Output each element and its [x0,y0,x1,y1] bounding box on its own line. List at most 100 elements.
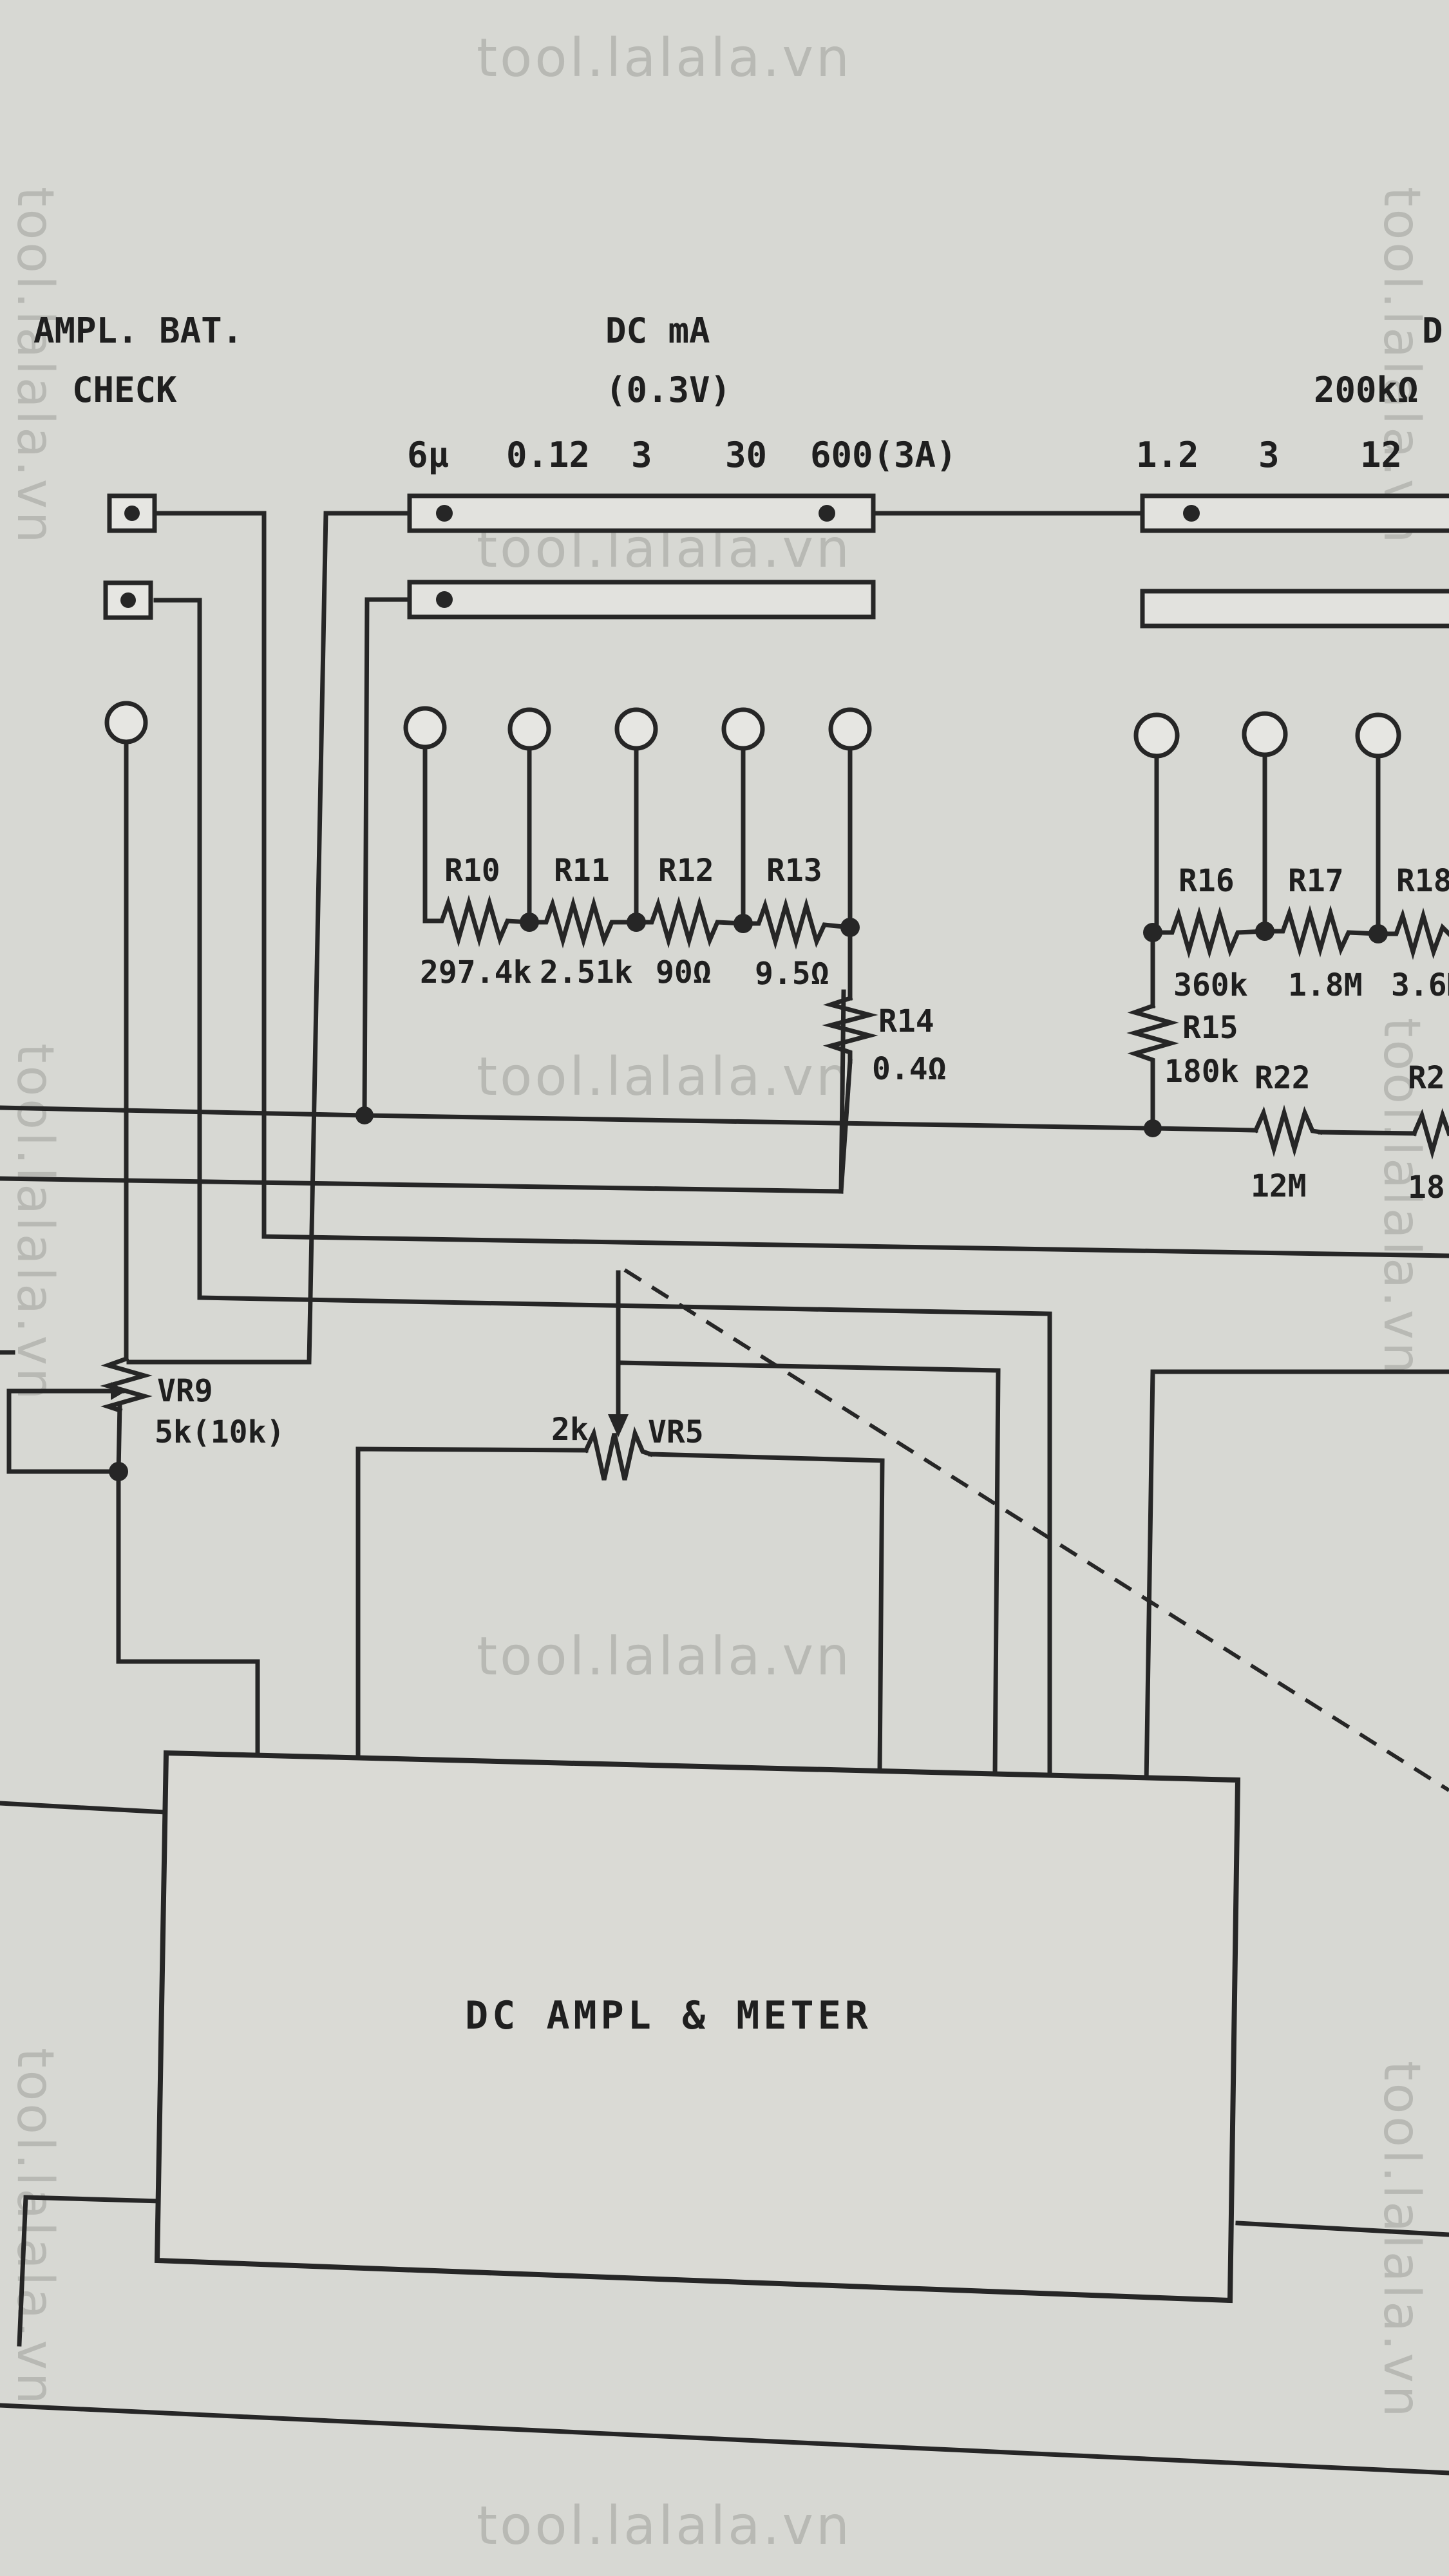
wire [116,1469,260,1757]
r12-label: R12 [658,853,714,889]
resistor-r15 [1126,1003,1179,1077]
r15-value: 180k [1164,1054,1239,1090]
vr9-value: 5k(10k) [155,1414,285,1450]
potentiometers [88,1324,654,1481]
range-terminal-600 [828,707,872,751]
switch-contact [819,505,835,522]
resistor-r10 [422,895,532,947]
resistor-r16 [1150,906,1267,959]
dcma-header: DC mA [605,310,710,351]
potentiometer-vr9 [100,1356,153,1414]
wire [153,511,1449,1258]
r10-value: 297.4k [420,954,531,990]
wire [0,2403,1449,2476]
potentiometer-vr5 [583,1426,654,1481]
terminal-dot [120,592,136,608]
range-label-0-12: 0.12 [506,435,590,475]
range-terminal-30 [721,707,765,751]
wire [1144,1369,1449,1785]
check-header: CHECK [72,370,177,410]
resistor-r14 [822,995,878,1064]
r2x-value: 18 [1408,1170,1445,1206]
r22-label: R22 [1255,1060,1311,1096]
r2x-label: R2 [1408,1060,1445,1096]
section-headers: AMPL. BAT. CHECK DC mA (0.3V) D 200kΩ [33,310,1443,410]
resistor-r2x [1411,1108,1449,1160]
range-label-3: 3 [631,435,652,475]
dcma-switch-bar-lower [407,580,876,620]
range-terminal-6u [403,706,447,750]
vr5-label: VR5 [648,1414,704,1450]
right-section-impedance: 200kΩ [1314,370,1419,410]
watermark-right-2: tool.lalala.vn [1372,1018,1430,1376]
watermark-bottom: tool.lalala.vn [477,2496,852,2557]
wire [6,1388,121,1474]
resistor-r18 [1376,907,1449,960]
r16-label: R16 [1179,863,1235,899]
ampl-bat-square-terminal-1 [107,493,157,533]
range-terminal-12 [1355,712,1401,759]
r16-value: 360k [1173,967,1248,1003]
dcma-voltage-header: (0.3V) [605,370,731,410]
vr9-label: VR9 [157,1373,213,1409]
junction-node [1144,1119,1162,1137]
wire [0,1801,169,1815]
resistor-chain-right [1126,905,1449,1160]
wire [838,1059,853,1194]
watermark-mid: tool.lalala.vn [477,1046,852,1108]
mechanical-linkage-dashed [623,1268,1449,1792]
r11-value: 2.51k [540,954,633,990]
junction-node [840,918,860,937]
wiring [0,511,1449,2476]
wire [116,1401,122,1474]
terminal-dot [124,506,140,521]
terminals [103,493,1401,759]
r12-value: 90Ω [656,954,712,990]
resistor-r11 [527,896,639,949]
range-terminal-0-12 [507,707,551,751]
vr5-value: 2k [551,1412,589,1448]
dcma-switch-bar-upper [407,493,876,533]
junction-node [355,1106,374,1124]
junction-node [734,914,753,933]
watermark-lower-mid: tool.lalala.vn [477,1626,852,1687]
vr9-wiper-arrow [111,1382,126,1400]
range-label-30: 30 [725,435,767,475]
watermark-left-2: tool.lalala.vn [6,1043,64,1402]
wire [0,1176,844,1194]
range-label-6u: 6μ [407,435,449,475]
wire [1235,2221,1449,2237]
dc-ampl-meter-block: DC AMPL & METER [154,1750,1241,2304]
r18-label: R18 [1396,863,1449,899]
r14-label: R14 [878,1003,934,1039]
wire [153,598,1052,1781]
watermark-top: tool.lalala.vn [477,28,852,89]
resistor-r17 [1262,905,1381,958]
r17-value: 1.8M [1288,967,1363,1003]
r14-value: 0.4Ω [872,1051,947,1087]
vr5-wiper-arrow [608,1414,629,1437]
component-labels: R10 297.4k R11 2.51k R12 90Ω R13 9.5Ω R1… [155,853,1449,1450]
wire [1318,1130,1417,1136]
range-label-600: 600(3A) [810,435,957,475]
wire [1150,1126,1258,1133]
switch-contact [436,505,453,522]
resistor-r13 [741,897,853,950]
junction-node [109,1462,128,1481]
range-label-3-right: 3 [1258,435,1280,475]
resistor-chain-dcma [422,895,878,1194]
range-terminal-3-right [1242,711,1288,757]
r13-value: 9.5Ω [755,956,829,992]
r15-label: R15 [1182,1010,1238,1046]
right-section-header: D [1422,310,1443,351]
switch-contact [436,591,453,608]
wire [355,1446,589,1757]
range-labels: 6μ 0.12 3 30 600(3A) 1.2 3 12 [407,435,1402,475]
wire [648,1452,885,1774]
resistor-r22 [1253,1104,1323,1157]
dc-ampl-meter-label: DC AMPL & METER [465,1993,872,2038]
resistor-r12 [634,896,746,949]
right-switch-bar-lower [1140,589,1449,629]
